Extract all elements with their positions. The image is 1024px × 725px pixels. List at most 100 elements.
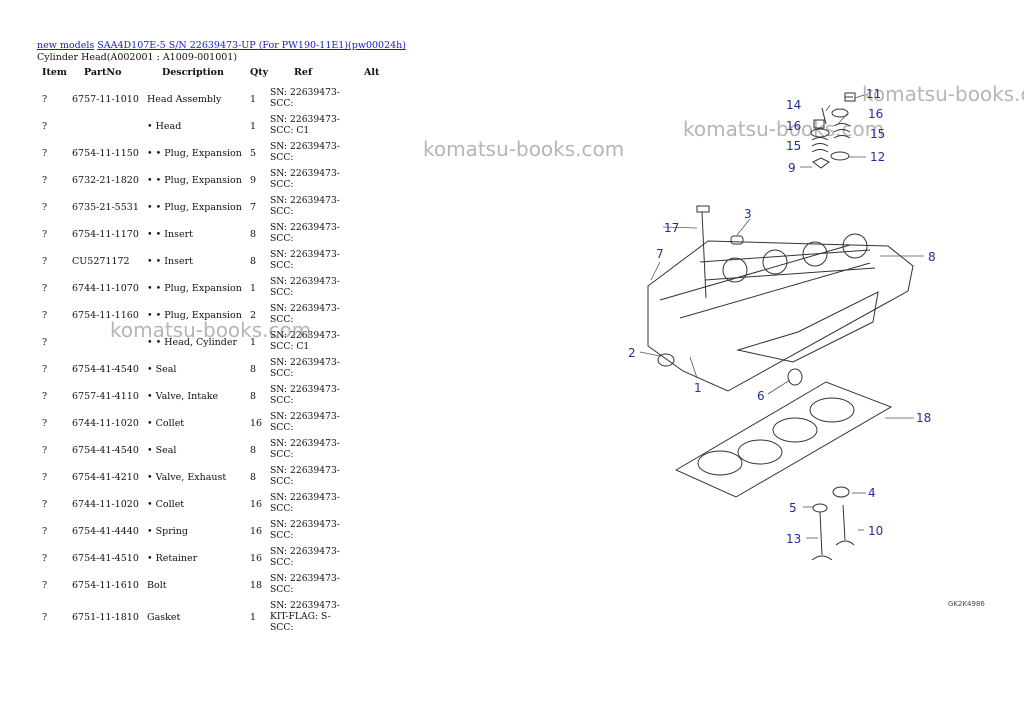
breadcrumb-link-model[interactable]: SAA4D107E-5 S/N 22639473-UP (For PW190-1…: [97, 40, 407, 51]
description-cell: • • Plug, Expansion: [147, 310, 242, 321]
ref-cell: SN: 22639473-SCC:: [270, 194, 364, 221]
ref-line: SN: 22639473-: [270, 195, 340, 206]
ref-line: SN: 22639473-: [270, 546, 340, 557]
ref-line: SCC:: [270, 314, 294, 325]
header-item: Item: [42, 66, 67, 78]
ref-line: KIT-FLAG: S-: [270, 611, 331, 622]
qty-cell: 8: [250, 256, 257, 267]
ref-line: SCC:: [270, 152, 294, 163]
callout-17: 17: [664, 221, 679, 235]
exploded-parts-diagram: 1 2 3 4 5 6 7 8 9 10 11 12 13 14 15 15 1…: [628, 87, 936, 560]
item-cell: ?: [42, 337, 48, 348]
ref-cell: SN: 22639473-SCC:: [270, 248, 364, 275]
callout-5: 5: [789, 501, 797, 515]
ref-cell: SN: 22639473-KIT-FLAG: S-SCC:: [270, 599, 364, 636]
ref-line: SN: 22639473-: [270, 573, 340, 584]
partno-cell: 6744-11-1020: [72, 499, 139, 510]
item-cell: ?: [42, 364, 48, 375]
qty-cell: 16: [250, 526, 263, 537]
ref-cell: SN: 22639473-SCC:: [270, 572, 364, 599]
watermark: komatsu-books.com: [862, 82, 1024, 106]
callout-11: 11: [866, 87, 881, 101]
ref-cell: SN: 22639473-SCC: C1: [270, 113, 364, 140]
ref-line: SCC:: [270, 476, 294, 487]
item-cell: ?: [42, 472, 48, 483]
qty-cell: 5: [250, 148, 257, 159]
ref-cell: SN: 22639473-SCC:: [270, 491, 364, 518]
description-cell: • Valve, Intake: [147, 391, 219, 402]
item-cell: ?: [42, 445, 48, 456]
breadcrumb: new models SAA4D107E-5 S/N 22639473-UP (…: [37, 40, 406, 52]
partno-cell: 6754-41-4440: [72, 526, 139, 537]
ref-cell: SN: 22639473-SCC: C1: [270, 329, 364, 356]
ref-line: SCC:: [270, 98, 294, 109]
description-cell: • Valve, Exhaust: [147, 472, 227, 483]
callout-4: 4: [868, 486, 876, 500]
ref-line: SCC:: [270, 395, 294, 406]
ref-line: SN: 22639473-: [270, 519, 340, 530]
callout-6: 6: [757, 389, 765, 403]
description-cell: • Head: [147, 121, 182, 132]
description-cell: • • Head, Cylinder: [147, 337, 238, 348]
alt-cell: [364, 464, 384, 491]
description-cell: Gasket: [147, 612, 181, 623]
header-ref: Ref: [294, 66, 313, 78]
alt-cell: [364, 194, 384, 221]
ref-line: SN: 22639473-: [270, 600, 340, 611]
callout-1: 1: [694, 381, 702, 395]
ref-line: SN: 22639473-: [270, 222, 340, 233]
alt-cell: [364, 275, 384, 302]
breadcrumb-link-new-models[interactable]: new models: [37, 40, 95, 51]
partno-cell: 6732-21-1820: [72, 175, 139, 186]
ref-line: SCC:: [270, 206, 294, 217]
ref-cell: SN: 22639473-SCC:: [270, 86, 364, 113]
header-description: Description: [162, 66, 224, 78]
partno-cell: 6754-41-4540: [72, 364, 139, 375]
alt-cell: [364, 545, 384, 572]
item-cell: ?: [42, 202, 48, 213]
partno-cell: CU5271172: [72, 256, 130, 267]
ref-line: SCC:: [270, 179, 294, 190]
alt-cell: [364, 491, 384, 518]
qty-cell: 1: [250, 121, 257, 132]
partno-cell: 6754-11-1150: [72, 148, 139, 159]
ref-line: SCC: C1: [270, 341, 310, 352]
item-cell: ?: [42, 121, 48, 132]
ref-line: SN: 22639473-: [270, 438, 340, 449]
ref-line: SN: 22639473-: [270, 492, 340, 503]
watermark: komatsu-books.com: [683, 117, 885, 141]
ref-cell: SN: 22639473-SCC:: [270, 383, 364, 410]
item-cell: ?: [42, 229, 48, 240]
ref-line: SCC:: [270, 449, 294, 460]
alt-cell: [364, 572, 384, 599]
ref-cell: SN: 22639473-SCC:: [270, 356, 364, 383]
qty-cell: 8: [250, 445, 257, 456]
item-cell: ?: [42, 283, 48, 294]
callout-12: 12: [870, 150, 885, 164]
alt-cell: [364, 113, 384, 140]
table-row: ? • Head 1 SN: 22639473-SCC: C1: [37, 113, 384, 140]
qty-cell: 8: [250, 229, 257, 240]
alt-cell: [364, 437, 384, 464]
callout-18: 18: [916, 411, 931, 425]
ref-line: SCC:: [270, 422, 294, 433]
ref-cell: SN: 22639473-SCC:: [270, 437, 364, 464]
qty-cell: 16: [250, 499, 263, 510]
ref-line: SCC:: [270, 584, 294, 595]
partno-cell: 6754-41-4510: [72, 553, 139, 564]
description-cell: Bolt: [147, 580, 167, 591]
qty-cell: 8: [250, 391, 257, 402]
ref-line: SN: 22639473-: [270, 465, 340, 476]
watermark: komatsu-books.com: [423, 137, 625, 161]
